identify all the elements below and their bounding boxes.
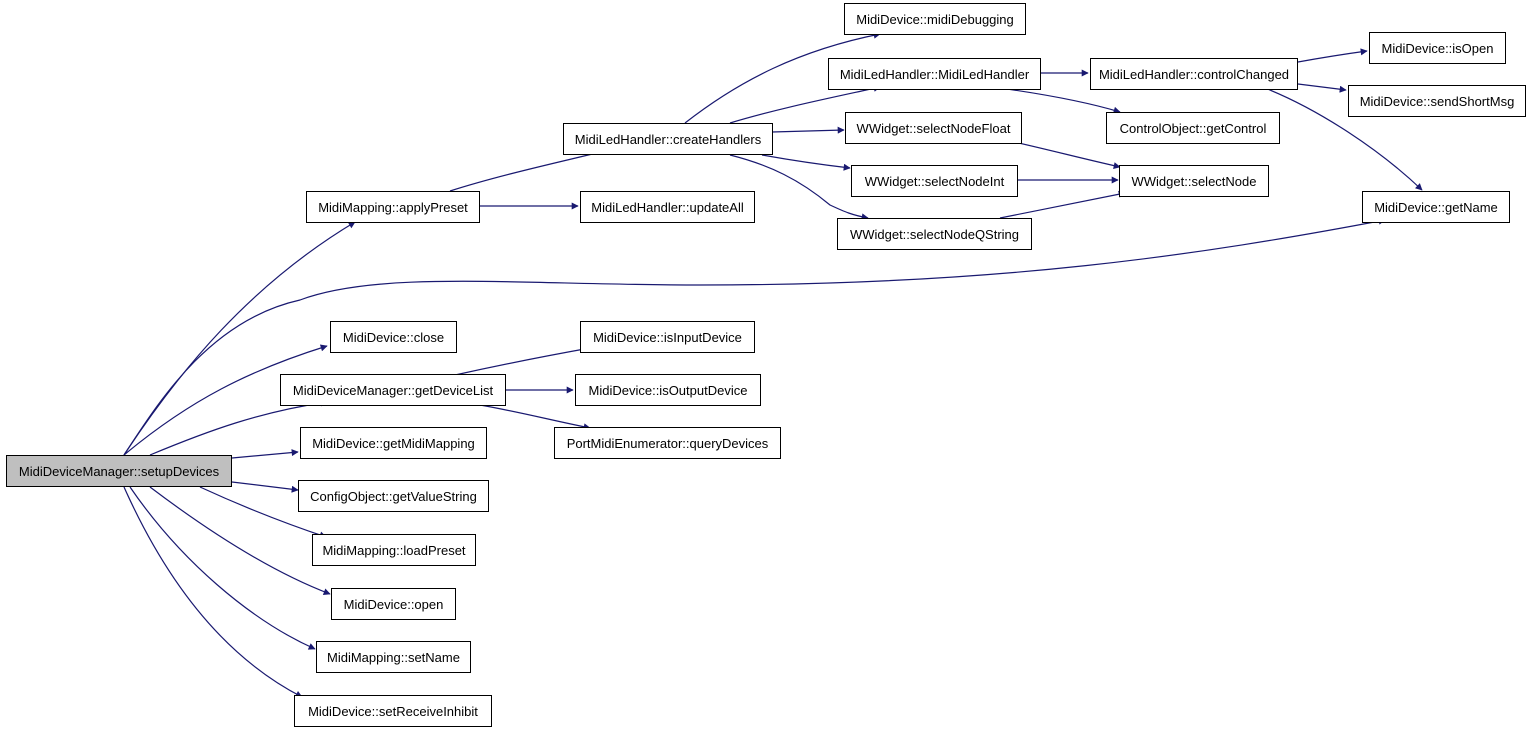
edge-getDeviceList-queryDevices (479, 404, 591, 431)
node-updateAll[interactable]: MidiLedHandler::updateAll (580, 191, 755, 223)
edge-createHandlers-ledCtor (729, 84, 881, 124)
edge-controlChanged-sendShortMsg (1297, 83, 1347, 93)
node-label: MidiLedHandler::createHandlers (574, 131, 762, 147)
edge-selectNodeFloat-selectNode (1009, 140, 1121, 170)
node-label: MidiDevice::isOutputDevice (588, 382, 748, 398)
edge-createHandlers-midiDebugging (684, 31, 881, 124)
node-label: MidiDevice::midiDebugging (856, 11, 1014, 27)
edge-setupDevices-loadPreset (199, 486, 327, 539)
node-label: MidiDevice::getMidiMapping (312, 435, 475, 451)
edge-applyPreset-createHandlers (449, 148, 610, 192)
node-label: MidiDevice::sendShortMsg (1359, 93, 1515, 109)
node-label: ControlObject::getControl (1119, 120, 1267, 136)
edge-setupDevices-applyPreset (123, 221, 356, 456)
edge-selectNodeQString-selectNode (999, 190, 1126, 219)
node-controlChanged[interactable]: MidiLedHandler::controlChanged (1090, 58, 1298, 90)
node-createHandlers[interactable]: MidiLedHandler::createHandlers (563, 123, 773, 155)
node-label: WWidget::selectNode (1131, 173, 1257, 189)
node-label: WWidget::selectNodeQString (849, 226, 1020, 242)
node-close[interactable]: MidiDevice::close (330, 321, 457, 353)
node-label: WWidget::selectNodeFloat (856, 120, 1011, 136)
node-label: MidiDevice::isInputDevice (593, 329, 742, 345)
node-label: PortMidiEnumerator::queryDevices (566, 435, 769, 451)
node-getName[interactable]: MidiDevice::getName (1362, 191, 1510, 223)
node-isOutputDevice[interactable]: MidiDevice::isOutputDevice (575, 374, 761, 406)
node-label: MidiDevice::setReceiveInhibit (308, 703, 478, 719)
edge-setupDevices-open (149, 486, 331, 596)
node-selectNodeQString[interactable]: WWidget::selectNodeQString (837, 218, 1032, 250)
node-isInputDevice[interactable]: MidiDevice::isInputDevice (580, 321, 755, 353)
edge-setupDevices-getValueString (231, 481, 299, 493)
edge-setupDevices-getName (123, 217, 1386, 456)
edge-controlChanged-isOpen (1297, 48, 1368, 63)
node-setName[interactable]: MidiMapping::setName (316, 641, 471, 673)
node-label: MidiDevice::getName (1374, 199, 1498, 215)
node-label: MidiDeviceManager::getDeviceList (292, 382, 494, 398)
node-label: MidiDeviceManager::setupDevices (18, 463, 220, 479)
node-getDeviceList[interactable]: MidiDeviceManager::getDeviceList (280, 374, 506, 406)
edge-setupDevices-close (123, 344, 328, 456)
node-label: MidiLedHandler::MidiLedHandler (839, 66, 1030, 82)
node-queryDevices[interactable]: PortMidiEnumerator::queryDevices (554, 427, 781, 459)
node-label: MidiLedHandler::controlChanged (1098, 66, 1290, 82)
node-label: MidiMapping::loadPreset (322, 542, 466, 558)
node-label: MidiDevice::open (343, 596, 444, 612)
edge-ledCtor-getControl (999, 87, 1121, 114)
node-getControl[interactable]: ControlObject::getControl (1106, 112, 1280, 144)
node-getMidiMapping[interactable]: MidiDevice::getMidiMapping (300, 427, 487, 459)
node-isOpen[interactable]: MidiDevice::isOpen (1369, 32, 1506, 64)
node-open[interactable]: MidiDevice::open (331, 588, 456, 620)
node-sendShortMsg[interactable]: MidiDevice::sendShortMsg (1348, 85, 1526, 117)
node-selectNode[interactable]: WWidget::selectNode (1119, 165, 1269, 197)
node-midiDebugging[interactable]: MidiDevice::midiDebugging (844, 3, 1026, 35)
node-getValueString[interactable]: ConfigObject::getValueString (298, 480, 489, 512)
edge-setupDevices-setReceiveInhibit (123, 486, 303, 698)
node-label: ConfigObject::getValueString (310, 488, 477, 504)
node-label: WWidget::selectNodeInt (864, 173, 1005, 189)
node-label: MidiMapping::applyPreset (318, 199, 468, 215)
node-label: MidiMapping::setName (327, 649, 460, 665)
edge-setupDevices-getMidiMapping (231, 449, 299, 459)
edge-createHandlers-selectNodeFloat (771, 126, 845, 134)
node-label: MidiLedHandler::updateAll (591, 199, 744, 215)
edge-controlChanged-getName (1264, 87, 1423, 191)
node-setupDevices: MidiDeviceManager::setupDevices (6, 455, 232, 487)
node-selectNodeInt[interactable]: WWidget::selectNodeInt (851, 165, 1018, 197)
node-selectNodeFloat[interactable]: WWidget::selectNodeFloat (845, 112, 1022, 144)
edge-createHandlers-selectNodeQString (729, 154, 869, 221)
node-loadPreset[interactable]: MidiMapping::loadPreset (312, 534, 476, 566)
edge-setupDevices-setName (129, 486, 316, 650)
edge-getDeviceList-isInputDevice (454, 345, 591, 376)
edge-createHandlers-selectNodeInt (761, 154, 851, 171)
node-setReceiveInhibit[interactable]: MidiDevice::setReceiveInhibit (294, 695, 492, 727)
node-label: MidiDevice::close (342, 329, 445, 345)
node-applyPreset[interactable]: MidiMapping::applyPreset (306, 191, 480, 223)
node-label: MidiDevice::isOpen (1381, 40, 1494, 56)
node-ledCtor[interactable]: MidiLedHandler::MidiLedHandler (828, 58, 1041, 90)
